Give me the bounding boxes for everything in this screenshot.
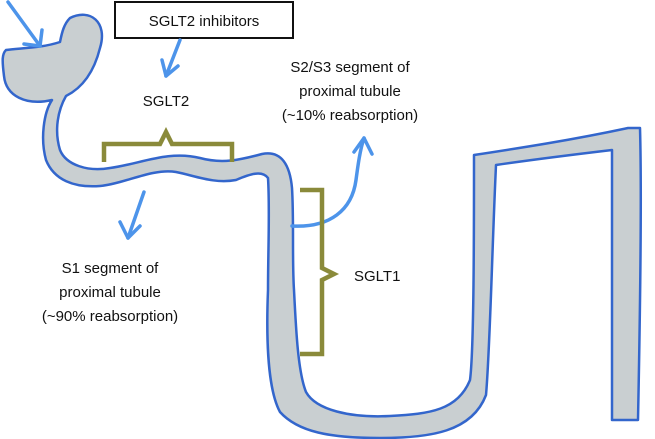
sglt1-label: SGLT1	[354, 268, 400, 285]
sglt2-label: SGLT2	[143, 93, 189, 110]
sglt2-inhibitors-box	[114, 1, 294, 39]
s23-label-line1: S2/S3 segment of	[290, 59, 410, 76]
nephron-tubule	[1, 13, 643, 439]
sglt1-bracket	[300, 187, 340, 357]
inhibitor-arrow	[160, 38, 182, 78]
s1-reabsorption-arrow	[118, 190, 146, 240]
s23-label-line3: (~10% reabsorption)	[282, 107, 418, 124]
sglt2-bracket	[101, 126, 235, 162]
s1-label-line2: proximal tubule	[59, 284, 161, 301]
s23-reabsorption-arrow	[290, 136, 374, 228]
s1-label-line3: (~90% reabsorption)	[42, 308, 178, 325]
filtrate-entry-arrow	[6, 0, 44, 48]
s23-label-line2: proximal tubule	[299, 83, 401, 100]
s1-label-line1: S1 segment of	[62, 260, 160, 277]
sglt2-inhibitors-label: SGLT2 inhibitors	[149, 13, 260, 30]
